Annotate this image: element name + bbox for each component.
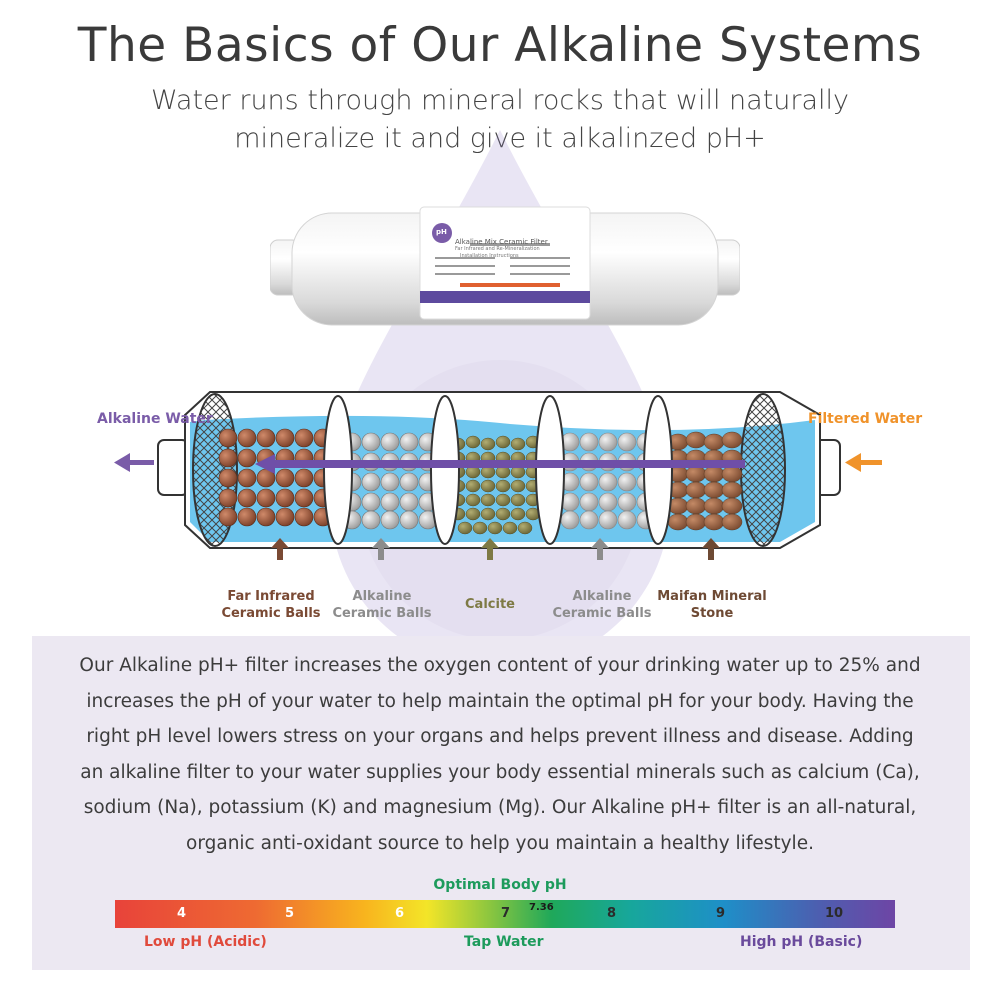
ph-tick-7: 7: [501, 906, 511, 921]
cartridge-badge: pH: [436, 228, 447, 236]
inlet-label: Filtered Water: [808, 411, 923, 427]
inlet-arrow-icon: [845, 453, 882, 472]
ph-tick-4: 4: [177, 906, 187, 921]
subtitle-line-1: Water runs through mineral rocks that wi…: [150, 85, 850, 116]
ph-tick-5: 5: [285, 906, 295, 921]
cartridge-label-subtitle: Far Infrared and Re-Mineralization: [455, 246, 540, 252]
ph-tick-9: 9: [716, 906, 726, 921]
subtitle-line-2: mineralize it and give it alkalinzed pH+: [234, 123, 766, 154]
info-line-4: an alkaline filter to your water supplie…: [80, 761, 920, 783]
media-label-far-infrared: Far Infrared Ceramic Balls: [221, 589, 321, 621]
filter-cartridge-image: [270, 206, 740, 326]
ph-scale-bar: [115, 900, 895, 928]
filter-cross-section-diagram: [114, 391, 882, 560]
info-line-6: organic anti-oxidant source to help you …: [186, 832, 814, 854]
ph-tick-8: 8: [607, 906, 617, 921]
optimal-ph-title: Optimal Body pH: [433, 877, 567, 893]
ph-tick-10: 10: [825, 906, 844, 921]
info-paragraph: Our Alkaline pH+ filter increases the ox…: [40, 648, 960, 861]
cartridge-label-section: Installation Instructions: [460, 253, 519, 259]
media-label-alkaline-1: Alkaline Ceramic Balls: [332, 589, 432, 621]
page-subtitle: Water runs through mineral rocks that wi…: [0, 82, 1000, 158]
high-ph-label: High pH (Basic): [740, 934, 863, 950]
tap-water-label: Tap Water: [464, 934, 544, 950]
media-label-calcite: Calcite: [465, 597, 515, 612]
info-line-2: increases the pH of your water to help m…: [86, 690, 914, 712]
info-line-1: Our Alkaline pH+ filter increases the ox…: [79, 655, 921, 676]
media-label-maifan: Maifan Mineral Stone: [657, 589, 767, 621]
ph-optimal-value: 7.36: [529, 902, 554, 913]
ph-tick-6: 6: [395, 906, 405, 921]
cartridge-label-title: Alkaline Mix Ceramic Filter: [455, 238, 548, 246]
media-label-alkaline-2: Alkaline Ceramic Balls: [552, 589, 652, 621]
page-title: The Basics of Our Alkaline Systems: [77, 18, 923, 73]
outlet-label: Alkaline Water: [97, 411, 213, 427]
outlet-arrow-icon: [114, 453, 154, 472]
low-ph-label: Low pH (Acidic): [144, 934, 267, 950]
info-line-3: right pH level lowers stress on your org…: [86, 726, 914, 747]
info-line-5: sodium (Na), potassium (K) and magnesium…: [83, 797, 917, 818]
